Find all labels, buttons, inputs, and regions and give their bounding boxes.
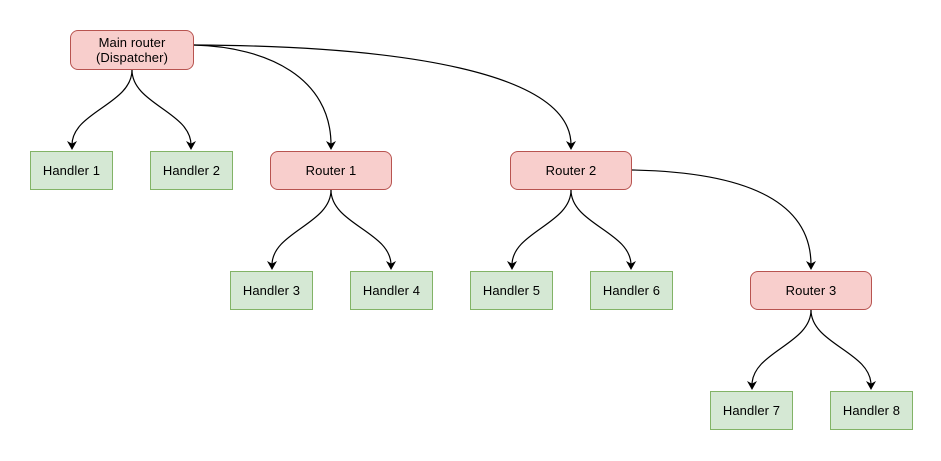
node-label-handler-4: Handler 4 bbox=[362, 283, 421, 298]
node-label-handler-2: Handler 2 bbox=[162, 163, 221, 178]
edge-router-2-to-handler-6 bbox=[570, 189, 636, 270]
node-label-handler-3: Handler 3 bbox=[242, 283, 301, 298]
node-handler-8[interactable]: Handler 8 bbox=[830, 391, 913, 430]
edge-router-2-to-router-3 bbox=[631, 169, 816, 270]
edge-router-1-to-handler-4 bbox=[330, 189, 396, 270]
node-label-handler-6: Handler 6 bbox=[602, 283, 661, 298]
node-label-handler-5: Handler 5 bbox=[482, 283, 541, 298]
node-handler-2[interactable]: Handler 2 bbox=[150, 151, 233, 190]
node-label-router-3: Router 3 bbox=[785, 283, 837, 298]
node-label-router-1: Router 1 bbox=[305, 163, 357, 178]
node-handler-1[interactable]: Handler 1 bbox=[30, 151, 113, 190]
node-label-router-2: Router 2 bbox=[545, 163, 597, 178]
node-router-3[interactable]: Router 3 bbox=[750, 271, 872, 310]
node-handler-3[interactable]: Handler 3 bbox=[230, 271, 313, 310]
edge-main-to-router-1 bbox=[193, 44, 336, 150]
edge-router-3-to-handler-7 bbox=[747, 309, 812, 390]
edge-main-to-router-2 bbox=[193, 44, 576, 150]
node-label-handler-8: Handler 8 bbox=[842, 403, 901, 418]
edge-router-3-to-handler-8 bbox=[810, 309, 876, 390]
node-handler-7[interactable]: Handler 7 bbox=[710, 391, 793, 430]
node-router-1[interactable]: Router 1 bbox=[270, 151, 392, 190]
node-label-handler-1: Handler 1 bbox=[42, 163, 101, 178]
edge-main-to-handler-2 bbox=[131, 69, 196, 150]
node-handler-5[interactable]: Handler 5 bbox=[470, 271, 553, 310]
edge-router-1-to-handler-3 bbox=[267, 189, 332, 270]
node-label-handler-7: Handler 7 bbox=[722, 403, 781, 418]
node-handler-4[interactable]: Handler 4 bbox=[350, 271, 433, 310]
node-router-2[interactable]: Router 2 bbox=[510, 151, 632, 190]
edge-router-2-to-handler-5 bbox=[507, 189, 572, 270]
node-handler-6[interactable]: Handler 6 bbox=[590, 271, 673, 310]
edges-group bbox=[67, 44, 876, 390]
edge-main-to-handler-1 bbox=[67, 69, 133, 150]
node-main-router[interactable]: Main router (Dispatcher) bbox=[70, 30, 194, 70]
node-label-main-router: Main router (Dispatcher) bbox=[96, 35, 168, 65]
